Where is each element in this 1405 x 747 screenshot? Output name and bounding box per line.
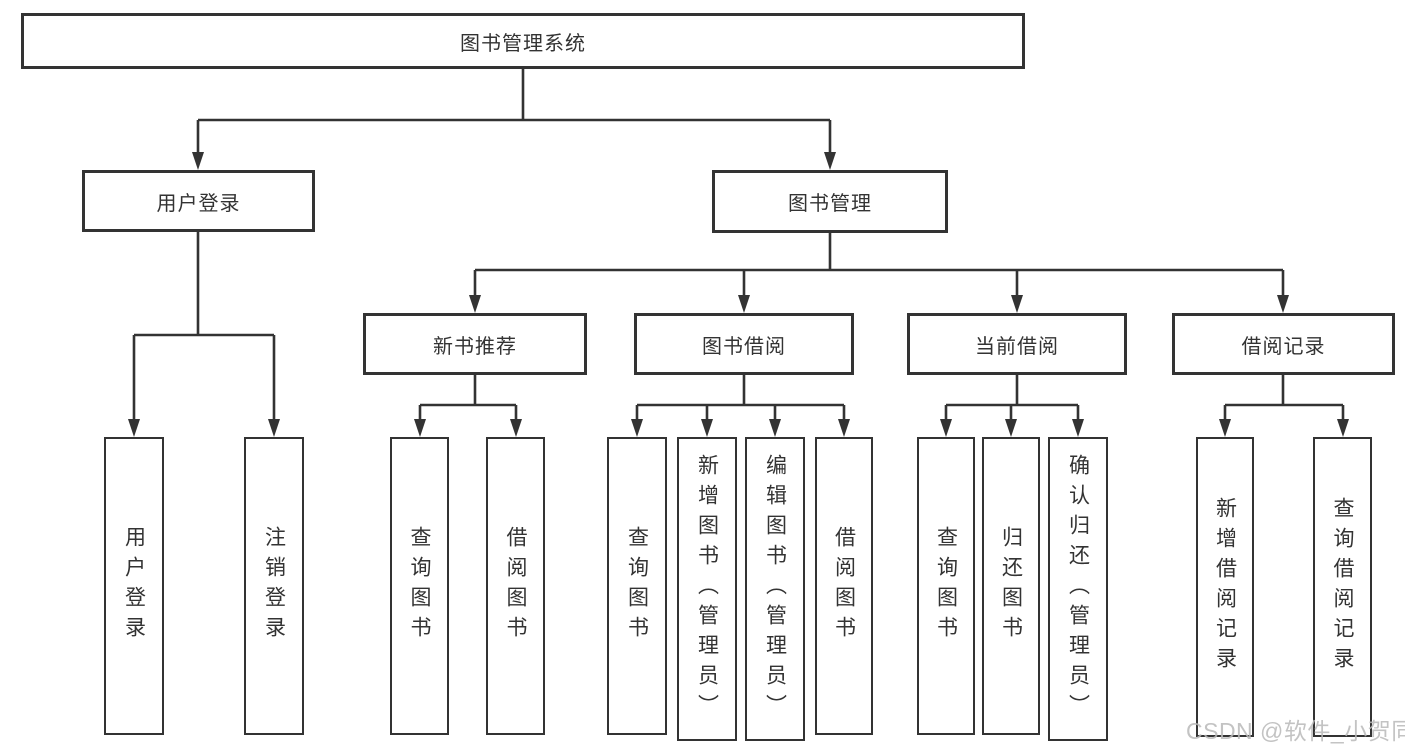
arrowhead <box>701 419 713 437</box>
arrowhead <box>268 419 280 437</box>
node-leaf-query-borrow-record: 查询借阅记录 <box>1313 437 1372 737</box>
node-leaf-return-book: 归还图书 <box>982 437 1040 735</box>
node-leaf-logout: 注销登录 <box>244 437 304 735</box>
node-borrow-records: 借阅记录 <box>1172 313 1395 375</box>
arrowhead <box>738 295 750 313</box>
node-leaf-borrow-books-1: 借阅图书 <box>486 437 545 735</box>
node-book-management: 图书管理 <box>712 170 948 233</box>
node-current-borrow: 当前借阅 <box>907 313 1127 375</box>
connector-root-to-level2 <box>196 69 832 156</box>
csdn-watermark: CSDN @软件_小贺同学 <box>1186 718 1405 744</box>
arrowhead <box>414 419 426 437</box>
arrowhead <box>469 295 481 313</box>
arrowhead <box>838 419 850 437</box>
node-leaf-user-login: 用户登录 <box>104 437 164 735</box>
node-leaf-edit-book-admin: 编辑图书（管理员） <box>745 437 805 741</box>
connector-userlogin-children <box>132 232 276 423</box>
arrowhead <box>1011 295 1023 313</box>
arrowhead <box>824 152 836 170</box>
arrowhead <box>769 419 781 437</box>
connector-bookmgmt-level3 <box>473 233 1285 299</box>
node-leaf-query-books-3: 查询图书 <box>917 437 975 735</box>
node-library-management-system: 图书管理系统 <box>21 13 1025 69</box>
node-leaf-confirm-return-admin: 确认归还（管理员） <box>1048 437 1108 741</box>
node-leaf-borrow-books-2: 借阅图书 <box>815 437 873 735</box>
arrowhead <box>1219 419 1231 437</box>
connector-records-children <box>1223 375 1345 423</box>
arrowhead <box>1277 295 1289 313</box>
arrowhead <box>1337 419 1349 437</box>
arrowhead <box>510 419 522 437</box>
node-new-book-recommend: 新书推荐 <box>363 313 587 375</box>
arrowhead <box>940 419 952 437</box>
arrowhead <box>631 419 643 437</box>
connector-current-children <box>944 375 1080 423</box>
node-leaf-query-books-2: 查询图书 <box>607 437 667 735</box>
connector-newbook-children <box>418 375 518 423</box>
node-leaf-query-books-1: 查询图书 <box>390 437 449 735</box>
node-leaf-add-book-admin: 新增图书（管理员） <box>677 437 737 741</box>
arrowhead <box>192 152 204 170</box>
arrowhead <box>1005 419 1017 437</box>
node-user-login: 用户登录 <box>82 170 315 232</box>
arrowhead <box>1072 419 1084 437</box>
node-leaf-add-borrow-record: 新增借阅记录 <box>1196 437 1254 737</box>
node-book-borrow: 图书借阅 <box>634 313 854 375</box>
connector-borrow-children <box>635 375 846 423</box>
arrowhead <box>128 419 140 437</box>
